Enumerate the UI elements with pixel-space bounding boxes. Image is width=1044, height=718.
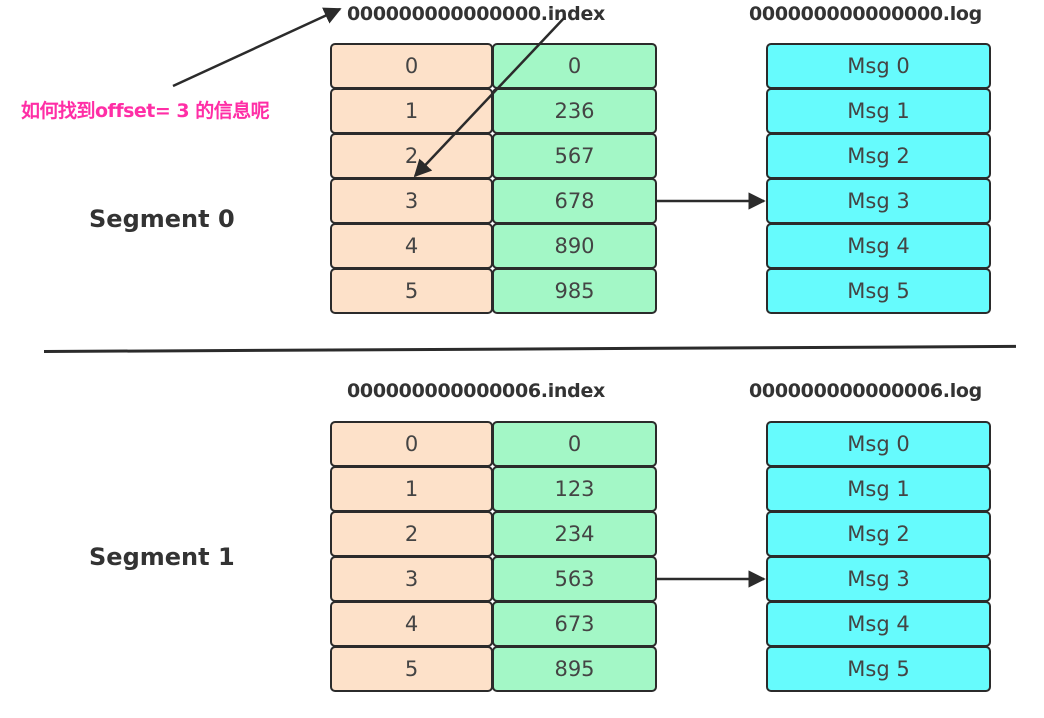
question-to-index-file-arrow [172, 7, 342, 88]
segment-0-offset-cell: 3 [330, 178, 493, 224]
segment-1-position-cell: 563 [492, 556, 657, 602]
segment-0-message-cell: Msg 2 [766, 133, 991, 179]
segment-1-message-cell: Msg 5 [766, 646, 991, 692]
segment-0-message-cell: Msg 4 [766, 223, 991, 269]
segment-1-message-cell: Msg 3 [766, 556, 991, 602]
segment-0-offset-cell: 5 [330, 268, 493, 314]
segment-0-log-file-title: 000000000000000.log [749, 3, 982, 25]
segment-1-position-cell: 123 [492, 466, 657, 512]
segment-divider [43, 344, 1016, 353]
segment-1-message-cell: Msg 1 [766, 466, 991, 512]
segment-1-message-cell: Msg 2 [766, 511, 991, 557]
segment-0-position-cell: 890 [492, 223, 657, 269]
segment-0-message-cell: Msg 0 [766, 43, 991, 89]
segment-1-position-cell: 673 [492, 601, 657, 647]
segment-0-message-cell: Msg 3 [766, 178, 991, 224]
question-annotation: 如何找到offset= 3 的信息呢 [21, 100, 270, 122]
segment-1-log-file-title: 000000000000006.log [749, 380, 982, 402]
segment-1-label: Segment 1 [89, 543, 235, 571]
segment-1-offset-cell: 5 [330, 646, 493, 692]
segment-0-position-cell: 567 [492, 133, 657, 179]
segment-1-offset-cell: 4 [330, 601, 493, 647]
segment-0-offset-cell: 0 [330, 43, 493, 89]
segment-0-position-cell: 0 [492, 43, 657, 89]
segment-0-offset-cell: 4 [330, 223, 493, 269]
segment-1-offset-cell: 0 [330, 421, 493, 467]
segment-1-offset-cell: 2 [330, 511, 493, 557]
segment-1-message-cell: Msg 4 [766, 601, 991, 647]
segment-0-message-cell: Msg 5 [766, 268, 991, 314]
segment-0-position-cell: 985 [492, 268, 657, 314]
segment-1-message-cell: Msg 0 [766, 421, 991, 467]
segment-0-label: Segment 0 [89, 205, 235, 233]
segment-1-position-cell: 234 [492, 511, 657, 557]
segment-0-position-cell: 678 [492, 178, 657, 224]
segment-0-index-file-title: 000000000000000.index [347, 3, 606, 25]
segment-0-offset-cell: 2 [330, 133, 493, 179]
segment-1-offset-cell: 1 [330, 466, 493, 512]
segment-0-position-cell: 236 [492, 88, 657, 134]
segment-1-index-file-title: 000000000000006.index [347, 380, 606, 402]
segment-1-position-cell: 895 [492, 646, 657, 692]
segment-1-position-cell: 0 [492, 421, 657, 467]
segment-1-offset-cell: 3 [330, 556, 493, 602]
segment-0-message-cell: Msg 1 [766, 88, 991, 134]
segment-0-offset-cell: 1 [330, 88, 493, 134]
